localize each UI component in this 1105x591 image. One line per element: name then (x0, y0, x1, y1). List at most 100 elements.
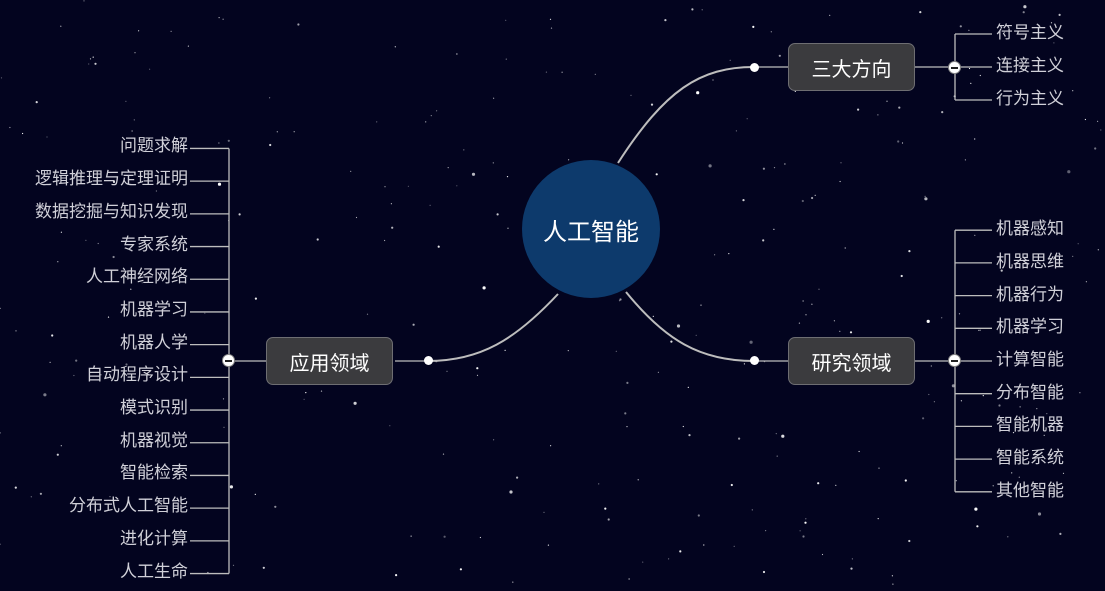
applications-leaf[interactable]: 分布式人工智能 (69, 496, 188, 517)
directions-leaf[interactable]: 符号主义 (996, 23, 1064, 43)
collapse-research-toggle[interactable] (948, 354, 961, 367)
star (73, 374, 75, 377)
star (568, 159, 570, 161)
directions-leaf[interactable]: 行为主义 (996, 89, 1064, 109)
research-leaf[interactable]: 智能机器 (996, 415, 1064, 436)
star (493, 439, 495, 441)
star (857, 108, 860, 111)
branch-applications-anchor (424, 356, 433, 365)
star (97, 242, 99, 245)
star (384, 186, 386, 188)
star (814, 194, 816, 196)
applications-leaf[interactable]: 智能检索 (120, 463, 188, 484)
star (492, 162, 494, 164)
applications-leaf[interactable]: 人工生命 (120, 561, 188, 582)
star (170, 30, 172, 32)
star (974, 234, 976, 236)
research-leaf[interactable]: 其他智能 (996, 480, 1064, 501)
research-leaf[interactable]: 智能系统 (996, 448, 1064, 469)
star (652, 315, 654, 317)
applications-leaf[interactable]: 进化计算 (120, 528, 188, 549)
star (664, 19, 667, 22)
star (630, 94, 632, 96)
research-leaf[interactable]: 机器行为 (996, 284, 1064, 305)
star (0, 432, 1, 434)
star (549, 18, 552, 20)
applications-leaf[interactable]: 机器人学 (120, 332, 188, 353)
central-topic[interactable]: 人工智能 (522, 160, 660, 298)
star (394, 46, 396, 48)
applications-leaf[interactable]: 问题求解 (120, 136, 188, 157)
branch-directions[interactable]: 三大方向 (788, 43, 915, 91)
star (305, 392, 307, 394)
applications-leaf[interactable]: 自动程序设计 (86, 365, 188, 386)
applications-leaf[interactable]: 模式识别 (120, 398, 188, 419)
star (138, 30, 140, 32)
branch-research-label: 研究领域 (811, 350, 892, 375)
star (1097, 120, 1099, 122)
star (543, 511, 545, 513)
star (821, 553, 824, 556)
star (100, 374, 102, 376)
branch-applications[interactable]: 应用领域 (266, 337, 393, 385)
star (904, 479, 907, 482)
star (978, 329, 980, 331)
star (276, 131, 278, 133)
star (804, 521, 807, 524)
applications-leaf[interactable]: 人工神经网络 (86, 267, 188, 288)
research-leaf[interactable]: 机器感知 (996, 219, 1064, 240)
star (297, 23, 300, 26)
star (1022, 11, 1025, 14)
star (410, 535, 412, 537)
collapse-directions-toggle[interactable] (948, 61, 961, 74)
star (175, 202, 177, 204)
star (738, 437, 741, 440)
star (550, 445, 552, 447)
star (149, 68, 151, 70)
star (802, 300, 804, 302)
star (223, 426, 225, 428)
star (840, 162, 842, 164)
collapse-applications-toggle[interactable] (222, 354, 235, 367)
star (730, 483, 733, 487)
star (384, 239, 386, 242)
star (1084, 118, 1086, 121)
star (218, 142, 220, 144)
star (173, 436, 176, 438)
star (700, 304, 702, 306)
star (505, 19, 507, 21)
star (1077, 243, 1079, 245)
applications-leaf[interactable]: 机器学习 (120, 299, 188, 320)
star (509, 490, 513, 494)
star (928, 393, 930, 396)
star (877, 518, 879, 520)
directions-leaf[interactable]: 连接主义 (996, 56, 1064, 76)
research-leaf[interactable]: 机器思维 (996, 251, 1064, 272)
star (60, 445, 62, 447)
star (1012, 432, 1015, 434)
star (130, 288, 132, 290)
research-leaf[interactable]: 机器学习 (996, 317, 1064, 338)
star (140, 541, 142, 543)
star (493, 97, 495, 99)
applications-leaf[interactable]: 数据挖掘与知识发现 (35, 201, 188, 222)
link-center-applications (427, 293, 559, 362)
star (773, 167, 776, 169)
star (391, 226, 394, 229)
star (254, 493, 256, 495)
applications-leaf[interactable]: 专家系统 (120, 234, 188, 255)
star (974, 138, 976, 140)
star (1094, 147, 1097, 150)
branch-research[interactable]: 研究领域 (788, 337, 915, 385)
research-leaf[interactable]: 分布智能 (996, 382, 1064, 403)
star (512, 581, 514, 583)
applications-leaf[interactable]: 逻辑推理与定理证明 (35, 169, 188, 190)
star (35, 101, 38, 104)
star (619, 298, 622, 301)
star (1072, 90, 1074, 92)
research-leaf[interactable]: 计算智能 (996, 350, 1064, 370)
star (811, 303, 813, 305)
star (222, 398, 225, 400)
star (970, 82, 972, 84)
applications-leaf[interactable]: 机器视觉 (120, 430, 188, 451)
